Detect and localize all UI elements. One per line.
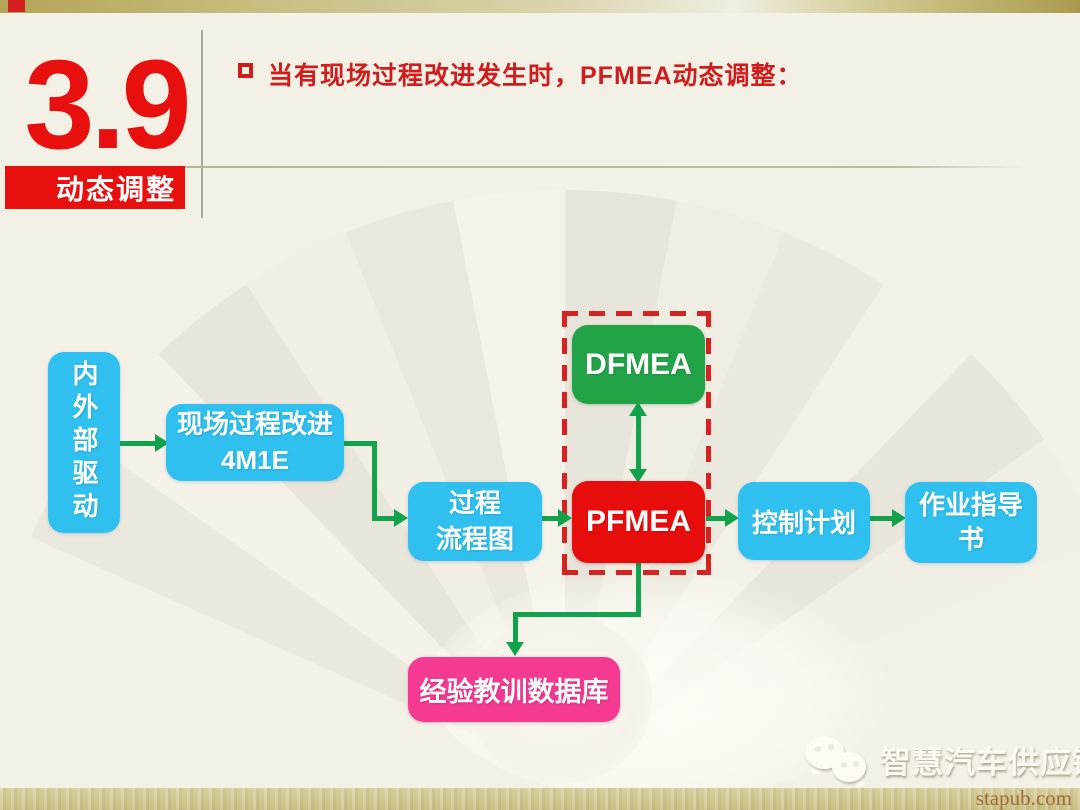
arrowhead-to-dfmea xyxy=(629,402,647,416)
node-label-line1: 作业指导 xyxy=(918,489,1023,520)
section-banner: 动态调整 xyxy=(5,166,185,209)
node-lessons-learned-database: 经验教训数据库 xyxy=(408,657,620,722)
arrowhead-drivers-to-improvement xyxy=(155,434,169,452)
arrow-improvement-elbow-3 xyxy=(372,516,396,521)
arrow-drivers-to-improvement xyxy=(118,441,158,446)
node-process-flow-diagram: 过程 流程图 xyxy=(408,482,542,561)
dashed-frame-left xyxy=(562,311,567,575)
header-text: 当有现场过程改进发生时，PFMEA动态调整： xyxy=(268,62,803,90)
brand-name: 智慧汽车供应链 xyxy=(880,745,1080,780)
arrowhead-to-lessons xyxy=(506,642,524,656)
arrow-control-to-workinstr xyxy=(870,516,894,521)
arrowhead-improvement-to-processflow xyxy=(394,509,408,527)
arrow-improvement-elbow-1 xyxy=(344,441,377,446)
arrowhead-pfmea-to-control xyxy=(725,509,739,527)
vertical-divider xyxy=(201,30,203,218)
node-label: 控制计划 xyxy=(751,507,856,538)
node-field-process-improvement: 现场过程改进 4M1E xyxy=(166,404,344,481)
node-label-line2: 4M1E xyxy=(221,444,289,475)
node-control-plan: 控制计划 xyxy=(738,482,870,560)
bottom-gold-strip xyxy=(0,788,1080,810)
bubble-eye xyxy=(815,746,821,752)
section-number: 3.9 xyxy=(24,34,191,175)
watermark-url: stapub.com xyxy=(975,786,1072,810)
arrow-pfmea-lessons-1 xyxy=(636,563,641,617)
node-label: DFMEA xyxy=(585,347,692,381)
arrowhead-control-to-workinstr xyxy=(892,509,906,527)
horizontal-divider xyxy=(185,166,1025,168)
node-pfmea: PFMEA xyxy=(572,481,705,563)
node-label: 经验教训数据库 xyxy=(419,677,609,707)
wechat-bubble-small xyxy=(832,752,866,782)
top-gold-strip xyxy=(0,0,1080,13)
node-work-instruction: 作业指导 书 xyxy=(905,482,1037,563)
bubble-eye xyxy=(853,761,859,767)
arrow-processflow-to-pfmea xyxy=(542,516,560,521)
node-label-line2: 流程图 xyxy=(435,523,514,554)
dashed-frame-top xyxy=(562,311,711,316)
arrowhead-processflow-to-pfmea xyxy=(558,509,572,527)
node-label-line1: 现场过程改进 xyxy=(176,409,333,440)
node-label-line1: 过程 xyxy=(448,488,501,519)
node-dfmea: DFMEA xyxy=(572,325,705,404)
arrow-pfmea-to-control xyxy=(706,516,728,521)
arrow-pfmea-lessons-2 xyxy=(513,612,641,617)
node-label: 内外部驱动 xyxy=(69,360,99,525)
node-label: PFMEA xyxy=(586,505,691,538)
node-label-line2: 书 xyxy=(957,523,984,554)
section-banner-label: 动态调整 xyxy=(55,173,176,205)
arrow-dfmea-pfmea-line xyxy=(636,414,641,472)
node-internal-external-drivers: 内外部驱动 xyxy=(48,352,120,533)
bullet-square-icon xyxy=(238,63,253,78)
dashed-frame-right xyxy=(706,311,711,575)
arrowhead-to-pfmea xyxy=(629,469,647,483)
arrow-improvement-elbow-2 xyxy=(372,441,377,521)
arrow-pfmea-lessons-3 xyxy=(513,612,518,644)
bubble-eye xyxy=(841,762,847,768)
bubble-eye xyxy=(828,744,834,750)
wechat-icon xyxy=(805,731,877,789)
corner-red-chip xyxy=(8,0,25,12)
